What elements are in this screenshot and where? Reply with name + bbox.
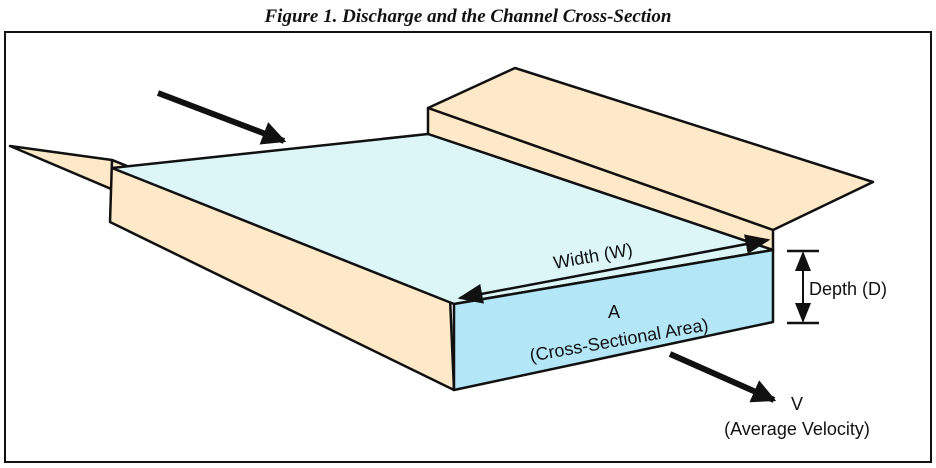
width-dimension-arrow <box>457 234 771 304</box>
area-symbol-label: A <box>608 302 620 322</box>
figure-frame <box>4 31 932 463</box>
velocity-symbol-label: V <box>791 394 803 414</box>
outflow-arrow <box>668 351 777 403</box>
velocity-name-label: (Average Velocity) <box>724 419 870 439</box>
depth-label: Depth (D) <box>809 279 887 299</box>
figure-title: Figure 1. Discharge and the Channel Cros… <box>264 6 672 27</box>
inflow-arrow <box>156 90 287 145</box>
